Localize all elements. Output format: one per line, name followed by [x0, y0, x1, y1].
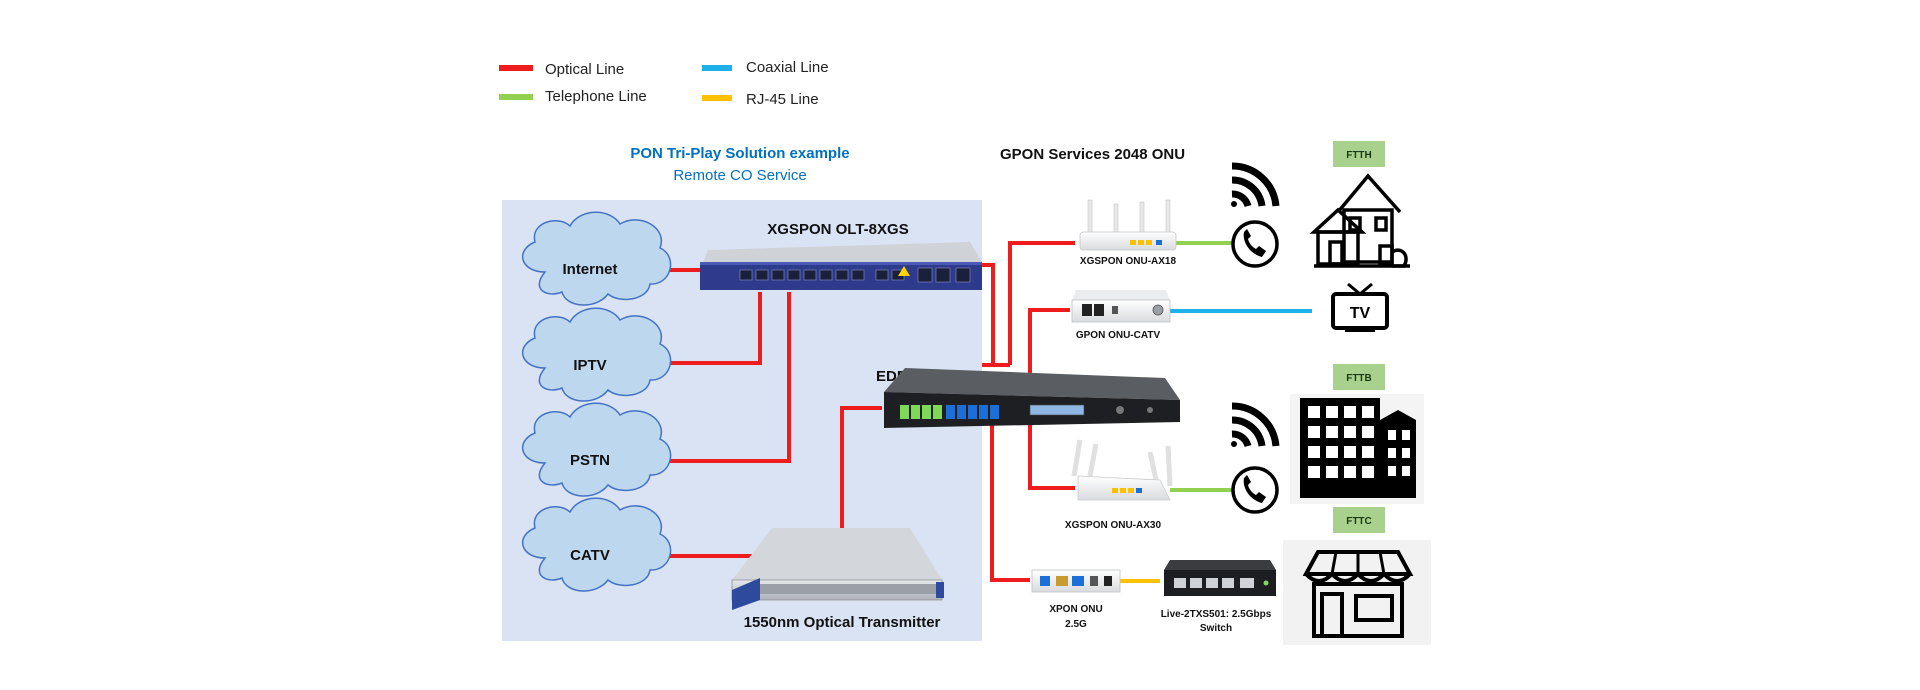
optical-transmitter-device — [731, 528, 944, 610]
ftth-badge-label: FTTH — [1346, 150, 1372, 161]
shop-icon — [1283, 540, 1431, 645]
legend: Optical Line Telephone Line Coaxial Line… — [499, 59, 829, 108]
phone-icon — [1231, 220, 1279, 268]
fttc-badge-label: FTTC — [1346, 516, 1372, 527]
legend-label-rj45: RJ-45 Line — [746, 91, 819, 108]
optical-lines — [662, 241, 1160, 583]
building-icon — [1290, 394, 1424, 504]
cloud-catv: CATV — [521, 497, 672, 592]
ftth-badge — [1333, 141, 1385, 167]
cloud-internet: Internet — [521, 211, 672, 306]
switch-device — [1164, 560, 1276, 596]
legend-label-telephone: Telephone Line — [545, 88, 647, 105]
switch-label-line2: Switch — [1200, 623, 1232, 634]
cloud-catv-label: CATV — [570, 547, 610, 564]
xpon-onu-label-line1: XPON ONU — [1049, 604, 1102, 615]
tv-icon: TV — [1331, 282, 1389, 332]
legend-swatch-optical — [499, 65, 533, 71]
wifi-icon — [1231, 162, 1280, 208]
cloud-pstn-label: PSTN — [570, 452, 610, 469]
cloud-internet-label: Internet — [562, 261, 617, 278]
fttc-badge — [1333, 507, 1385, 533]
olt-label: XGSPON OLT-8XGS — [767, 221, 908, 238]
transmitter-label: 1550nm Optical Transmitter — [744, 614, 941, 631]
xpon-onu-device — [1031, 569, 1121, 593]
onu-ax30-label: XGSPON ONU-AX30 — [1065, 520, 1162, 531]
onu-catv-label: GPON ONU-CATV — [1076, 330, 1161, 341]
diagram-subtitle: Remote CO Service — [673, 167, 806, 184]
onu-catv-device — [1071, 290, 1171, 323]
switch-label-line1: Live-2TXS501: 2.5Gbps — [1161, 609, 1272, 620]
tv-icon-label: TV — [1350, 305, 1371, 322]
fttb-badge-label: FTTB — [1346, 373, 1372, 384]
legend-swatch-coaxial — [702, 65, 732, 71]
diagram-title: PON Tri-Play Solution example — [630, 145, 849, 162]
xpon-onu-label-line2: 2.5G — [1065, 619, 1087, 630]
onu-ax18-device — [1079, 199, 1177, 251]
onu-ax30-device — [1071, 439, 1173, 501]
legend-label-coaxial: Coaxial Line — [746, 59, 829, 76]
cloud-iptv: IPTV — [521, 307, 672, 402]
cloud-iptv-label: IPTV — [573, 357, 606, 374]
services-title: GPON Services 2048 ONU — [1000, 146, 1185, 163]
cloud-pstn: PSTN — [521, 402, 672, 497]
legend-label-optical: Optical Line — [545, 61, 624, 78]
wifi-icon — [1231, 402, 1280, 448]
olt-device — [700, 242, 982, 290]
fttb-badge — [1333, 364, 1385, 390]
house-icon — [1309, 173, 1410, 268]
edfa-device — [884, 368, 1180, 428]
onu-ax18-label: XGSPON ONU-AX18 — [1080, 256, 1177, 267]
legend-swatch-telephone — [499, 94, 533, 100]
phone-icon — [1231, 466, 1279, 514]
legend-swatch-rj45 — [702, 95, 732, 101]
